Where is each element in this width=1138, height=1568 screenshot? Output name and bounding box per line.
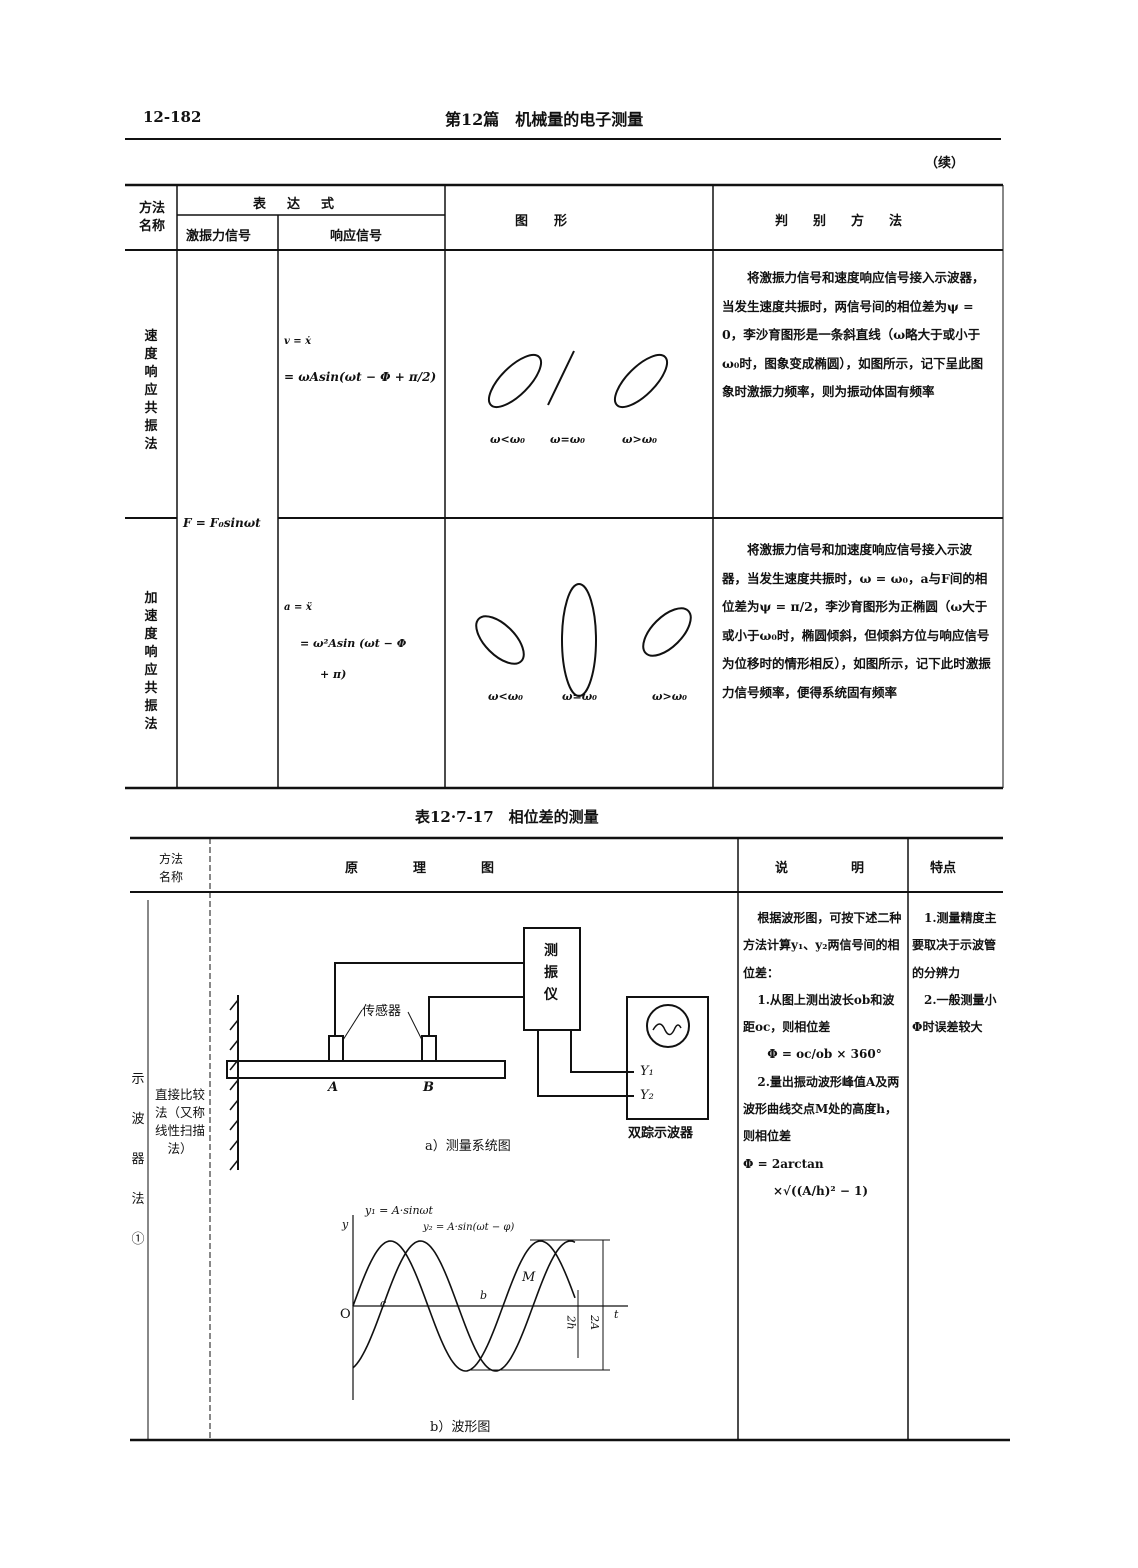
origin-label: O (340, 1307, 351, 1322)
header-expression: 表 达 式 (253, 197, 339, 212)
vibrometer-label: 测振仪 (544, 943, 558, 1003)
waveform-y1 (352, 1240, 576, 1372)
diagram-b-caption: b）波形图 (430, 1420, 491, 1435)
lissajous-ellipse-high (614, 354, 668, 408)
row2-response-2: = ω²Asin (ωt − Φ (300, 637, 407, 650)
header-excitation: 激振力信号 (186, 229, 252, 244)
desc-formula1: Φ = oc/ob × 360° (767, 1047, 882, 1062)
desc-formula2b: ×√((A/h)² − 1) (773, 1183, 869, 1198)
t2-group: 示波器法① (131, 1072, 145, 1247)
lissajous-ellipse-high-2 (642, 607, 692, 657)
t2-description: 根据波形图，可按下述二种方法计算y₁、y₂两信号间的相位差： 1.从图上测出波长… (743, 905, 906, 1205)
header-figure: 图 形 (515, 214, 568, 229)
point-b-label: B (423, 1080, 434, 1095)
y1-curve-label: y₁ = A·sinωt (365, 1204, 433, 1217)
row2-label-low: ω<ω₀ (488, 690, 523, 703)
row2-label-high: ω>ω₀ (652, 690, 687, 703)
row1-label-low: ω<ω₀ (490, 433, 525, 446)
row1-criterion: 将激振力信号和速度响应信号接入示波器，当发生速度共振时，两信号间的相位差为ψ =… (722, 270, 985, 399)
row1-method: 速度响应共振法 (144, 329, 158, 452)
row1-response-2: = ωAsin(ωt − Φ + π/2) (284, 370, 437, 384)
desc-method2: 2.量出振动波形峰值A及两波形曲线交点M处的高度h，则相位差 (743, 1074, 900, 1144)
row2-response-1: a = ẍ (284, 602, 312, 613)
2h-label: 2h (564, 1315, 578, 1330)
b-label: b (480, 1289, 488, 1302)
2a-label: 2A (587, 1315, 601, 1330)
header-method: 方法名称 (138, 201, 165, 234)
feature-1: 1.测量精度主要取决于示波管的分辨力 (912, 911, 997, 980)
row2-label-eq: ω=ω₀ (562, 690, 597, 703)
y2-curve-label: y₂ = A·sin(ωt − φ) (423, 1222, 515, 1233)
lissajous-line (547, 350, 575, 406)
t2-header-diagram: 原 理 图 (345, 861, 499, 876)
diagram-a-caption: a）测量系统图 (425, 1139, 511, 1154)
waveform-diagram (352, 1215, 628, 1400)
page-number: 12-182 (143, 108, 202, 126)
desc-method1: 1.从图上测出波长ob和波距oc，则相位差 (743, 992, 895, 1035)
feature-2: 2.一般测量小Φ时误差较大 (912, 992, 997, 1035)
excitation-formula: F = F₀sinωt (183, 516, 261, 530)
desc-intro: 根据波形图，可按下述二种方法计算y₁、y₂两信号间的相位差： (743, 911, 902, 980)
header-response: 响应信号 (330, 229, 383, 244)
row1-response-1: v = ẋ (284, 336, 312, 347)
t2-features: 1.测量精度主要取决于示波管的分辨力 2.一般测量小Φ时误差较大 (912, 905, 1002, 1041)
waveform-y2 (352, 1240, 576, 1372)
m-label: M (522, 1270, 536, 1285)
header-rule (125, 138, 1001, 140)
row1-label-high: ω>ω₀ (622, 433, 657, 446)
y-axis-label: y (342, 1218, 349, 1231)
row2-method: 加速度响应共振法 (144, 591, 158, 732)
t2-method: 直接比较法（又称线性扫描法） (154, 1087, 205, 1156)
y1-terminal-label: Y₁ (640, 1064, 654, 1079)
y2-terminal-label: Y₂ (640, 1088, 654, 1103)
lissajous-ellipse-center (561, 583, 597, 697)
scope-label: 双踪示波器 (628, 1126, 694, 1141)
lissajous-ellipse-low (488, 354, 542, 408)
row2-criterion: 将激振力信号和加速度响应信号接入示波器，当发生速度共振时，ω = ω₀，a与F间… (722, 542, 991, 700)
t2-header-description: 说 明 (775, 861, 871, 876)
t-axis-label: t (614, 1308, 619, 1321)
sensor-label: 传感器 (362, 1004, 402, 1019)
point-a-label: A (328, 1080, 339, 1095)
c-label: c (380, 1297, 387, 1310)
lissajous-ellipse-low-2 (475, 615, 525, 665)
t2-header-features: 特点 (930, 861, 957, 876)
row1-label-eq: ω=ω₀ (550, 433, 585, 446)
t2-header-method: 方法名称 (158, 852, 183, 884)
section-title: 第12篇 机械量的电子测量 (445, 110, 644, 129)
table2-caption: 表12·7-17 相位差的测量 (415, 808, 599, 826)
measurement-system-diagram (226, 927, 709, 1171)
row2-response-3: + π) (320, 668, 347, 681)
desc-formula2a: Φ = 2arctan (743, 1156, 824, 1171)
continued-label: （续） (925, 156, 965, 171)
header-criterion: 判 别 方 法 (775, 214, 909, 229)
